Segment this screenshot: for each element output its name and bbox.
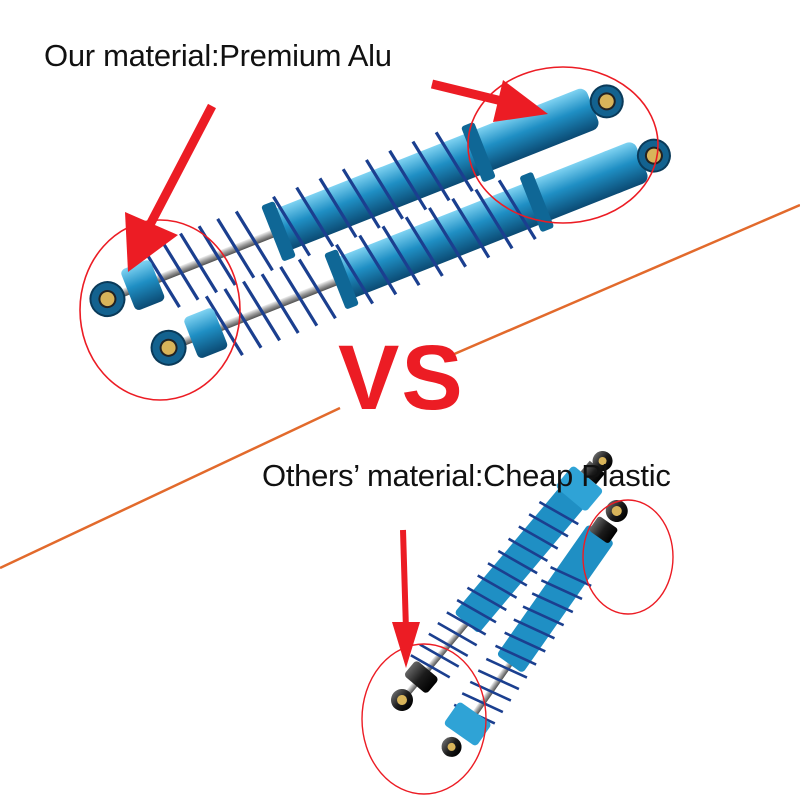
plastic-material-caption: Others’ material:Cheap Plastic — [262, 458, 671, 493]
diagonal-divider — [0, 203, 800, 570]
plastic-shock-absorber — [441, 499, 628, 757]
red-arrow — [430, 79, 548, 122]
red-arrow — [125, 103, 216, 272]
highlight-circle — [361, 499, 674, 795]
premium-material-caption: Our material:Premium Alu — [44, 38, 392, 73]
highlight-circle — [79, 66, 659, 401]
plastic-shock-absorber — [391, 450, 613, 711]
aluminum-shock-absorber — [150, 138, 671, 366]
versus-label: VS — [338, 327, 465, 429]
aluminum-shock-absorber — [89, 84, 624, 318]
red-arrow — [392, 529, 420, 668]
